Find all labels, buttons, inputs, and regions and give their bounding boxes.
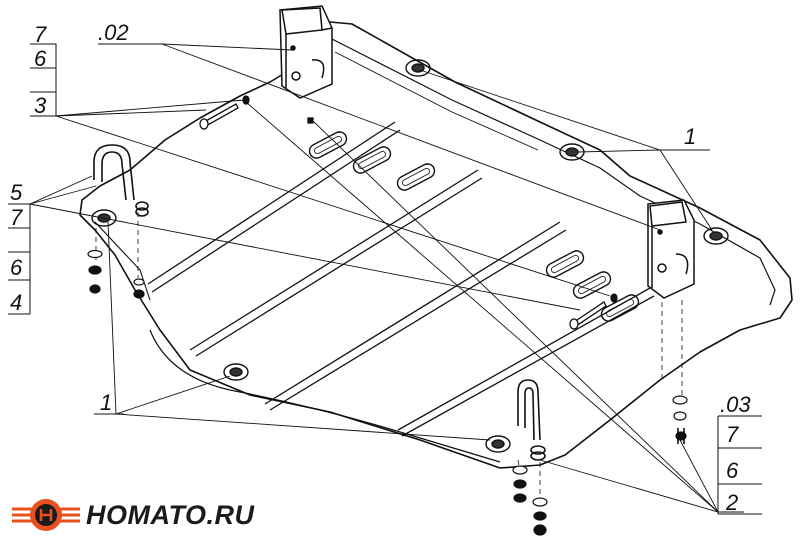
callout-7-mid: 7: [10, 205, 23, 230]
fastener-stack-bottom: [512, 465, 548, 536]
callout-03: .03: [720, 392, 751, 417]
callout-2: 2: [725, 490, 738, 515]
callout-6-top: 6: [34, 46, 47, 71]
stiffening-ribs: [147, 121, 655, 437]
mounting-hole: [223, 363, 249, 381]
callout-02: .02: [98, 20, 129, 45]
mounting-holes: [91, 59, 729, 453]
mounting-hole: [703, 227, 729, 245]
brand-logo-icon: [12, 499, 80, 531]
callout-6-right: 6: [726, 458, 739, 483]
mounting-hole: [91, 209, 117, 227]
mounting-hole: [405, 59, 431, 77]
u-bolt-left: [93, 144, 149, 217]
callout-6-mid: 6: [10, 255, 23, 280]
leader-lines: [8, 43, 744, 513]
callout-3: 3: [34, 93, 47, 118]
callout-1-top: 1: [684, 124, 696, 149]
rear-bracket-right: [647, 199, 695, 299]
callout-stack-right: [717, 415, 762, 515]
callout-stack-left-top: [30, 43, 57, 117]
callout-5: 5: [10, 180, 23, 205]
centerlines: [95, 212, 683, 500]
mounting-hole: [559, 143, 585, 161]
mounting-hole: [485, 435, 511, 453]
skid-plate: [79, 21, 793, 469]
callout-1-bottom: 1: [100, 390, 112, 415]
callout-7-top: 7: [34, 22, 47, 47]
callout-stack-left-mid: [8, 203, 31, 315]
fastener-stack-left: [87, 249, 145, 299]
vent-slots: [308, 131, 640, 322]
brand-logo-text[interactable]: HOMATO.RU: [86, 500, 255, 530]
u-bolt-right: [517, 379, 546, 461]
callout-4: 4: [10, 290, 22, 315]
fastener-stack-right: [672, 395, 688, 444]
rear-bracket-left: [279, 5, 333, 99]
bolts: [199, 95, 618, 330]
callout-7-right: 7: [726, 422, 739, 447]
